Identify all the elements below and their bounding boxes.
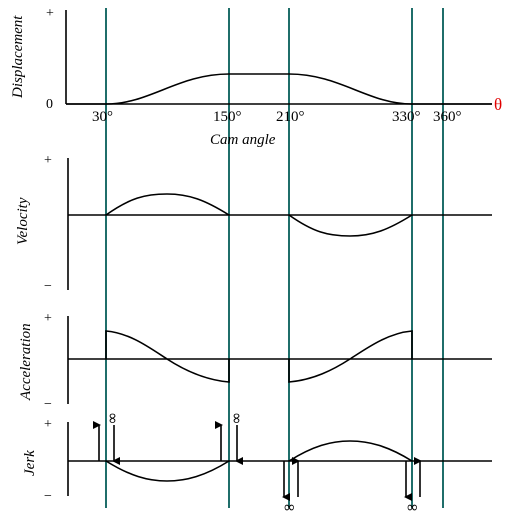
jerk-minus: − (44, 489, 52, 504)
acceleration-label: Acceleration (18, 323, 34, 401)
displacement-label: Displacement (10, 15, 26, 99)
velocity-plus: + (44, 153, 52, 168)
infinity-symbol-330: ∞ (406, 498, 419, 516)
displacement-zero: 0 (46, 97, 53, 112)
infinity-symbol-30: ∞ (104, 412, 122, 425)
angle-label-360: 360° (433, 109, 462, 125)
angle-label-330: 330° (392, 109, 421, 125)
angle-label-150: 150° (213, 109, 242, 125)
jerk-plus: + (44, 417, 52, 432)
acceleration-panel: Acceleration + − (18, 311, 492, 412)
acceleration-minus: − (44, 397, 52, 412)
jerk-curve-rise (105, 460, 230, 482)
angle-label-30: 30° (92, 109, 113, 125)
displacement-plus: + (46, 6, 54, 21)
infinity-symbol-150: ∞ (228, 412, 246, 425)
velocity-curve-rise (105, 193, 230, 216)
angle-dividers (105, 8, 444, 508)
displacement-curve (66, 73, 492, 105)
cam-angle-axis-label: Cam angle (210, 132, 276, 148)
jerk-label: Jerk (22, 450, 38, 476)
infinity-symbol-210: ∞ (283, 498, 296, 516)
velocity-minus: − (44, 279, 52, 294)
acceleration-plus: + (44, 311, 52, 326)
angle-label-210: 210° (276, 109, 305, 125)
jerk-panel: Jerk + − ∞ ∞ ∞ ∞ (22, 412, 492, 516)
velocity-label: Velocity (15, 197, 31, 245)
acceleration-curve-rise (105, 330, 230, 383)
jerk-curve-return (288, 440, 413, 462)
velocity-panel: Velocity + − (15, 153, 492, 294)
velocity-curve-return (288, 214, 413, 237)
theta-symbol: θ (494, 95, 502, 114)
displacement-panel: Displacement + 0 30° 150° 210° 330° 360°… (10, 6, 502, 148)
acceleration-curve-return (288, 330, 413, 383)
